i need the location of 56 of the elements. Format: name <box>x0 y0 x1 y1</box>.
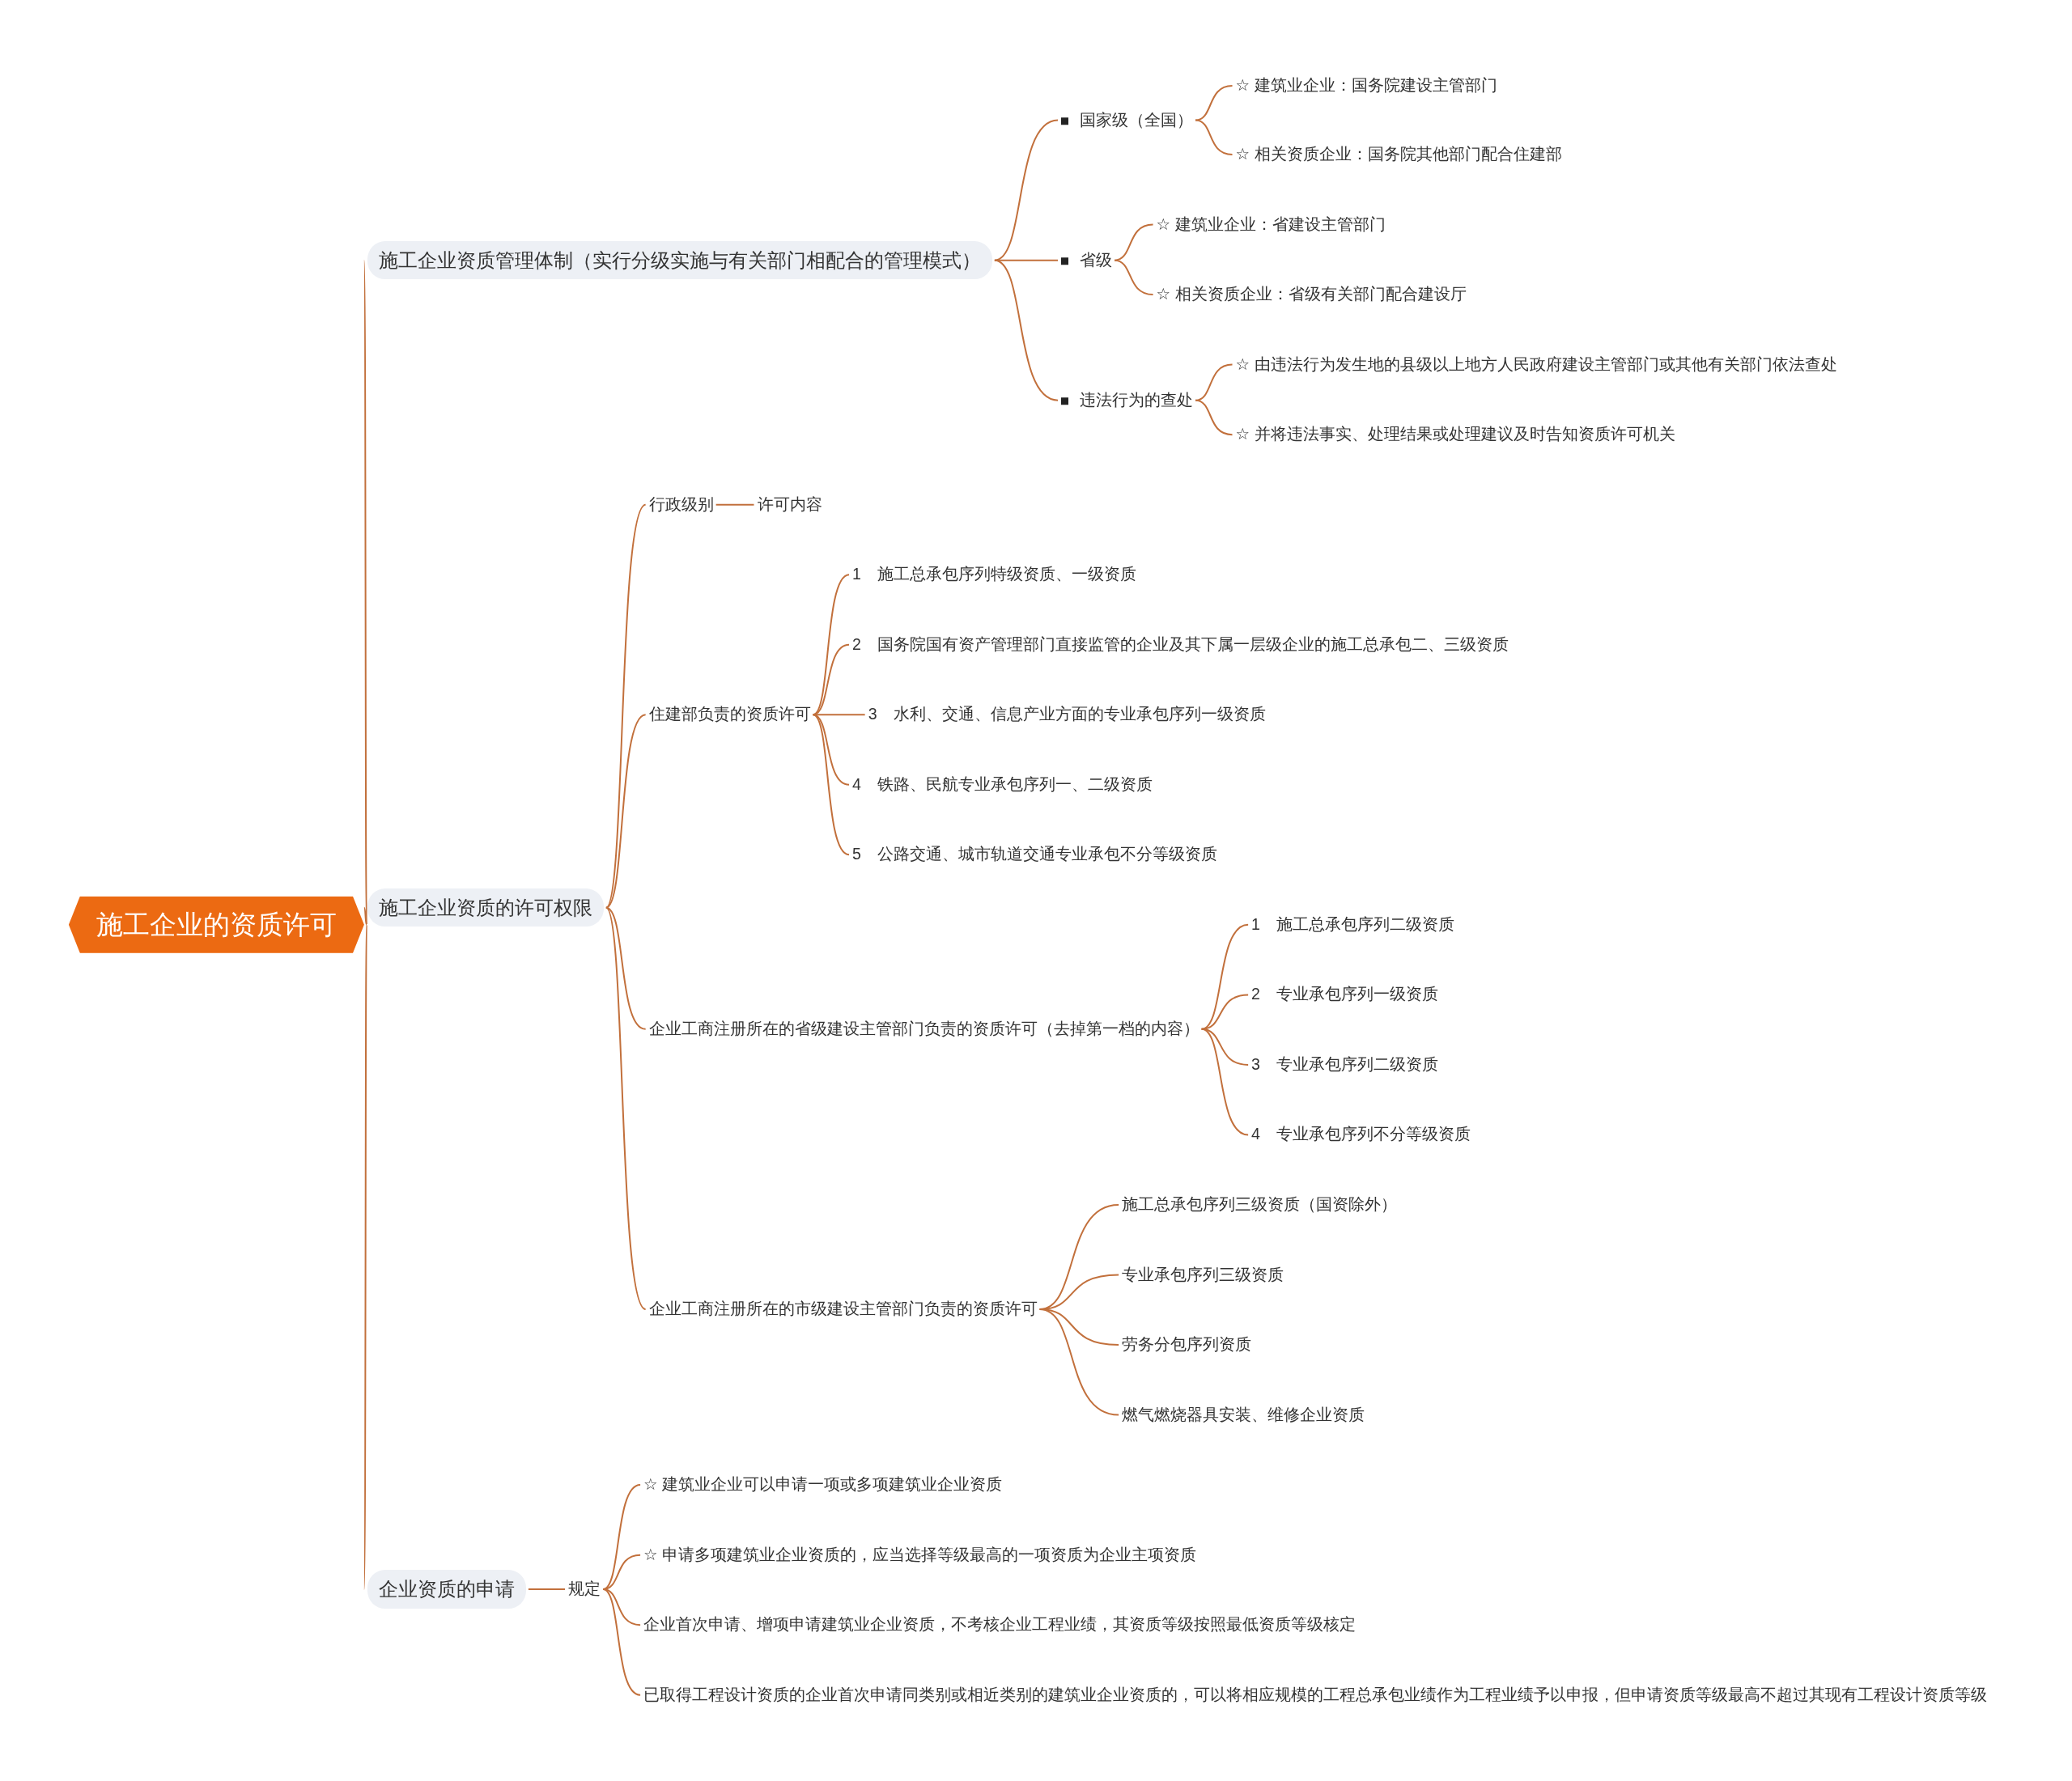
connector-line <box>605 714 647 909</box>
topic-text: 1 施工总承包序列二级资质 <box>1251 913 1454 937</box>
connector-line <box>715 503 755 506</box>
connector-line <box>602 1484 642 1591</box>
connector-line <box>1195 85 1233 121</box>
topic-text: 企业工商注册所在的省级建设主管部门负责的资质许可（去掉第一档的内容） <box>648 1017 1199 1041</box>
topic-text: 燃气燃烧器具安装、维修企业资质 <box>1122 1402 1365 1427</box>
connector-line <box>363 906 367 926</box>
topic-text: 企业首次申请、增项申请建筑业企业资质，不考核企业工程业绩，其资质等级按照最低资质等级核定 <box>643 1613 1357 1637</box>
topic-text: 违法行为的查处 <box>1080 390 1193 409</box>
connector-line <box>812 714 866 716</box>
topic-text: 劳务分包序列资质 <box>1122 1333 1252 1357</box>
topic-text: ☆ 由违法行为发生地的县级以上地方人民政府建设主管部门或其他有关部门依法查处 <box>1235 352 1837 377</box>
topic-text: 已取得工程设计资质的企业首次申请同类别或相近类别的建筑业企业资质的，可以将相应规模的工程总承包业绩作为工程业绩予以申报，但申请资质等级最高不超过其现有工程设计资质等级 <box>643 1682 1988 1707</box>
topic-text: ☆ 建筑业企业可以申请一项或多项建筑业企业资质 <box>643 1473 1003 1497</box>
topic-text: 4 铁路、民航专业承包序列一、二级资质 <box>852 773 1153 797</box>
root-topic: 施工企业的资质许可 <box>68 896 364 954</box>
connector-line <box>605 906 647 1310</box>
topic-text: ☆ 申请多项建筑业企业资质的，应当选择等级最高的一项资质为企业主项资质 <box>643 1542 1197 1567</box>
connector-line <box>527 1588 567 1591</box>
connector-line <box>1195 119 1233 155</box>
topic-box: 施工企业资质管理体制（实行分级实施与有关部门相配合的管理模式） <box>367 240 992 280</box>
connector-line <box>1038 1308 1120 1416</box>
topic-text: ☆ 建筑业企业：省建设主管部门 <box>1156 212 1386 237</box>
topic-text: 企业工商注册所在的市级建设主管部门负责的资质许可 <box>648 1297 1038 1321</box>
topic-text: 1 施工总承包序列特级资质、一级资质 <box>852 562 1136 587</box>
topic-text: ☆ 相关资质企业：省级有关部门配合建设厅 <box>1156 282 1467 307</box>
topic-text: 2 专业承包序列一级资质 <box>1251 982 1438 1007</box>
topic-text: 行政级别 <box>648 492 714 517</box>
topic-text: 5 公路交通、城市轨道交通专业承包不分等级资质 <box>852 842 1217 867</box>
connector-line <box>1195 363 1233 401</box>
connector-line <box>602 1588 642 1626</box>
connector-line <box>993 259 1059 401</box>
topic-text: 住建部负责的资质许可 <box>648 702 811 727</box>
topic-text: 国家级（全国） <box>1080 110 1193 129</box>
topic-text: ☆ 相关资质企业：国务院其他部门配合住建部 <box>1235 142 1562 167</box>
topic-box: 施工企业资质的许可权限 <box>367 888 604 927</box>
connector-line <box>812 714 851 856</box>
connector-line <box>1195 399 1233 436</box>
topic-text: 省级 <box>1080 250 1112 269</box>
topic-text: 2 国务院国有资产管理部门直接监管的企业及其下属一层级企业的施工总承包二、三级资质 <box>852 633 1509 657</box>
connector-line <box>993 119 1059 261</box>
topic-text: ☆ 建筑业企业：国务院建设主管部门 <box>1235 74 1497 98</box>
topic-text: 专业承包序列三级资质 <box>1122 1262 1284 1287</box>
topic-text: 施工总承包序列三级资质（国资除外） <box>1122 1193 1398 1217</box>
topic-text: 规定 <box>568 1577 601 1601</box>
connector-line <box>1114 259 1154 296</box>
topic-text: 3 水利、交通、信息产业方面的专业承包序列一级资质 <box>868 702 1266 727</box>
topic-text: 许可内容 <box>757 492 822 517</box>
connector-line <box>1114 223 1154 261</box>
connector-line <box>602 1588 642 1696</box>
topic-text: ☆ 并将违法事实、处理结果或处理建议及时告知资质许可机关 <box>1235 422 1675 447</box>
topic-text: 3 专业承包序列二级资质 <box>1251 1053 1438 1077</box>
connector-line <box>1200 1028 1250 1136</box>
topic-box: 企业资质的申请 <box>367 1570 526 1609</box>
topic-text: 4 专业承包序列不分等级资质 <box>1251 1122 1471 1147</box>
